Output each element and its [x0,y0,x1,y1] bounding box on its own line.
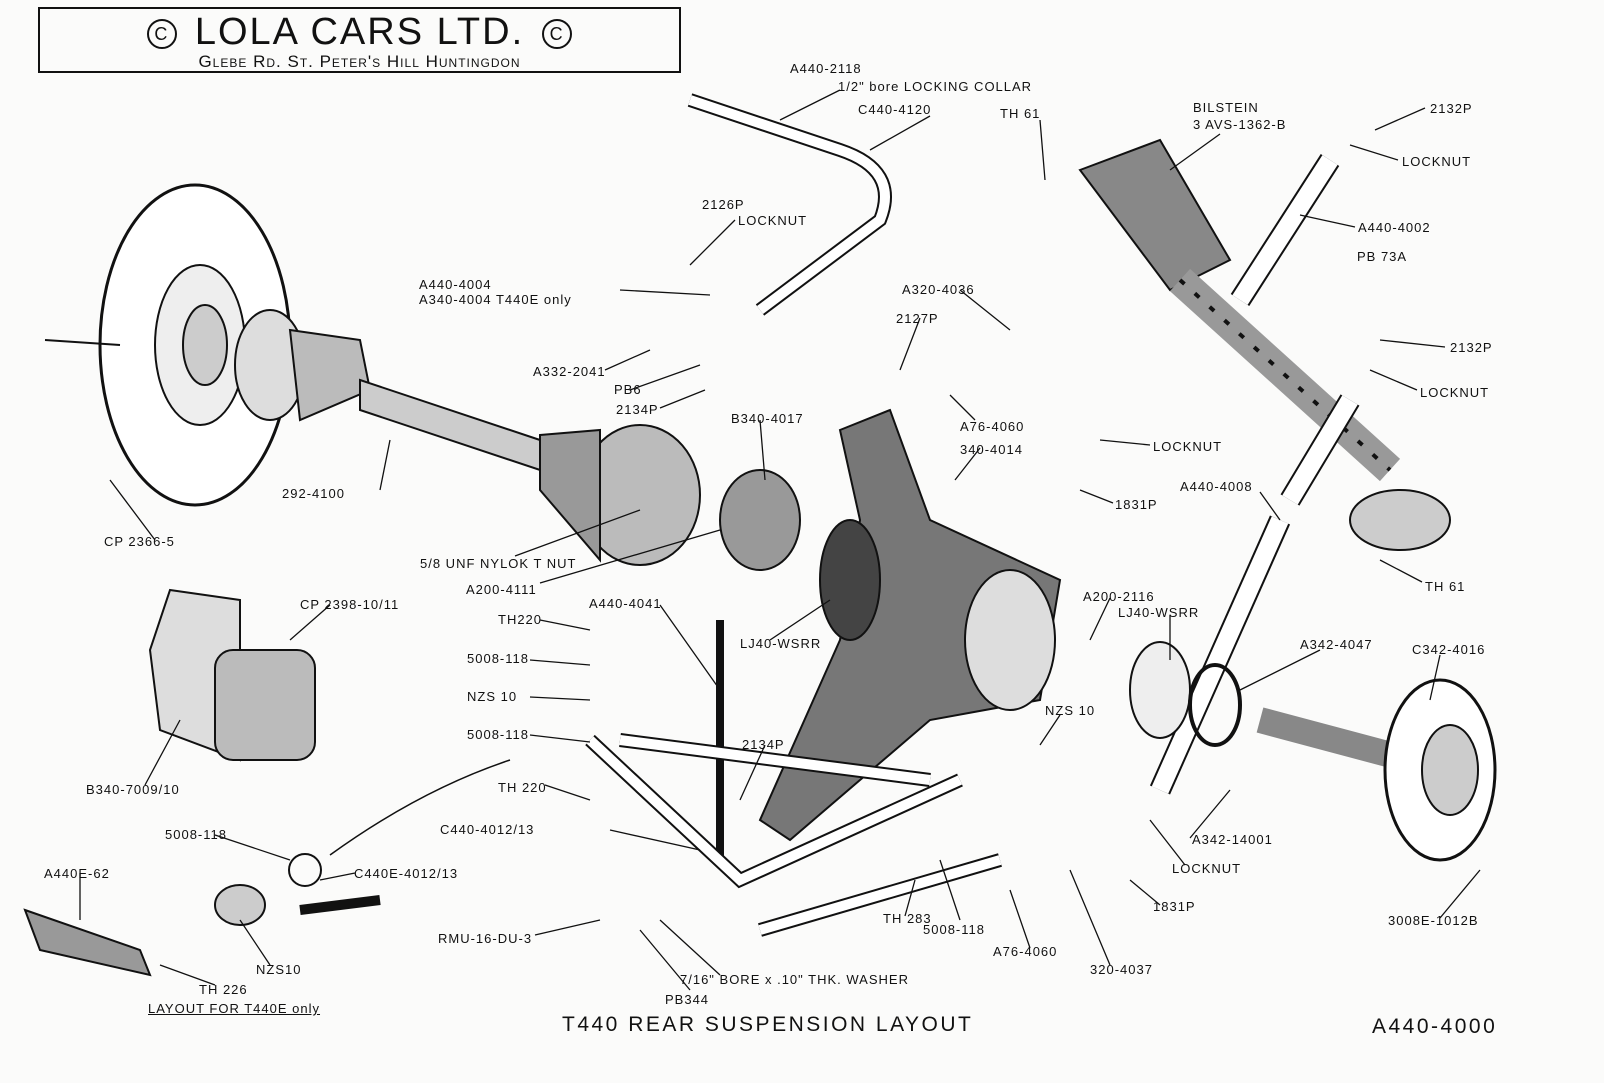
part-label: 2132P [1430,101,1473,116]
damper-and-spring [1078,138,1451,551]
part-label: 3008E-1012B [1388,913,1479,928]
part-label: A76-4060 [960,419,1025,434]
part-label: NZS10 [256,962,302,977]
part-label: 5008-118 [467,651,529,666]
part-label: C342-4016 [1412,642,1486,657]
part-label: LOCKNUT [1153,439,1223,454]
drawing-number: A440-4000 [1372,1015,1498,1038]
part-label: 1831P [1115,497,1158,512]
part-label: TH 61 [1000,106,1041,121]
part-label: TH 226 [199,982,248,997]
part-label: CP 2366-5 [104,534,175,549]
drawing-title: T440 REAR SUSPENSION LAYOUT [562,1013,974,1036]
t440e-lower-arm [23,759,511,977]
part-label: A342-4047 [1300,637,1373,652]
part-label: 1/2" bore LOCKING COLLAR [838,79,1033,94]
part-label: A440-4008 [1180,479,1253,494]
anti-roll-bar [687,93,892,316]
part-label: TH220 [498,612,543,627]
part-label: A76-4060 [993,944,1058,959]
part-label: TH 283 [883,911,932,926]
part-label: LOCKNUT [1402,154,1472,169]
title-block: C LOLA CARS LTD. C Glebe Rd. St. Peter's H… [38,7,681,73]
part-label: C440E-4012/13 [354,866,459,881]
part-label: 5008-118 [165,827,227,842]
part-label: A440-4002 [1358,220,1431,235]
company-title: LOLA CARS LTD. [194,11,525,53]
hub-carrier-upright [719,408,1062,842]
part-label: LJ40-WSRR [740,636,822,651]
part-label: 2126P [702,197,745,212]
part-label: 3 AVS-1362-B [1193,117,1287,132]
part-label: NZS 10 [467,689,518,704]
part-label: A200-4111 [466,582,537,597]
part-label: PB 73A [1357,249,1408,264]
part-label: LOCKNUT [738,213,808,228]
drive-shaft [234,309,701,566]
part-label: RMU-16-DU-3 [438,931,533,946]
part-label: 5/8 UNF NYLOK T NUT [420,556,577,571]
part-label: PB344 [665,992,710,1007]
part-label: LOCKNUT [1420,385,1490,400]
bearing-and-stub-axle [1129,641,1497,862]
part-label: TH 61 [1425,579,1466,594]
part-label: 320-4037 [1090,962,1153,977]
part-label: LJ40-WSRR [1118,605,1200,620]
part-label: C440-4120 [858,102,932,117]
part-label: A342-14001 [1192,832,1273,847]
part-label: LOCKNUT [1172,861,1242,876]
part-label: 1831P [1153,899,1196,914]
part-label: B340-7009/10 [86,782,180,797]
part-label: A320-4036 [902,282,975,297]
company-name: C LOLA CARS LTD. C [40,12,679,52]
part-label: CP 2398-10/11 [300,597,400,612]
part-label: NZS 10 [1045,703,1096,718]
part-label: A440-2118 [790,61,862,76]
part-label: A332-2041 [533,364,606,379]
part-label: 5008-118 [923,922,985,937]
part-label: 2127P [896,311,939,326]
brake-caliper [148,588,316,762]
part-label: 340-4014 [960,442,1023,457]
part-label: BILSTEIN [1193,100,1259,115]
part-label: A440-4041 [589,596,662,611]
part-label: B340-4017 [731,411,804,426]
part-label: 2134P [616,402,659,417]
part-label: PB6 [614,382,642,397]
radius-rods [716,154,1360,860]
part-label: A200-2116 [1083,589,1155,604]
leader-lines [79,89,1481,991]
part-label: 2132P [1450,340,1493,355]
part-label: 292-4100 [282,486,345,501]
part-label: 2134P [742,737,785,752]
part-label: 7/16" BORE x .10" THK. WASHER [680,972,909,987]
lower-wishbone [585,733,1002,937]
part-label: 5008-118 [467,727,529,742]
copyright-icon: C [542,18,573,49]
company-address: Glebe Rd. St. Peter's Hill Huntingdon [198,52,521,71]
part-label: TH 220 [498,780,547,795]
part-label: A440-4004 [419,277,492,292]
part-label: C440-4012/13 [440,822,535,837]
part-label: A440E-62 [44,866,110,881]
part-label: A340-4004 T440E only [419,292,572,307]
t440e-layout-caption: LAYOUT FOR T440E only [148,1001,321,1016]
copyright-icon: C [146,18,177,49]
